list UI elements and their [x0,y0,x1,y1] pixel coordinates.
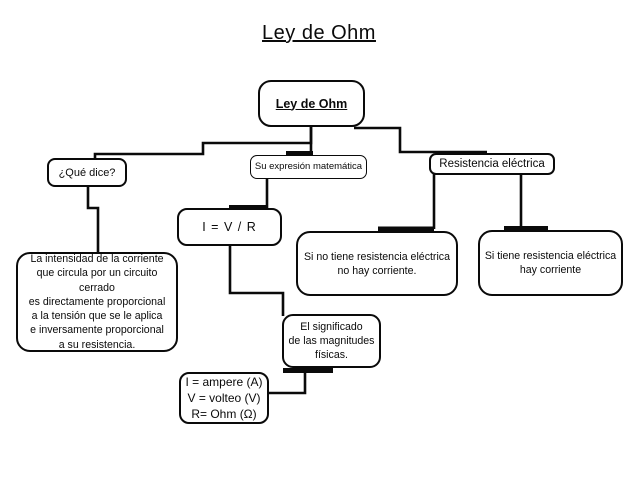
node-ley-de-ohm: Ley de Ohm [258,80,365,127]
connector-quedice-definicion [86,187,100,253]
node-resistencia-electrica: Resistencia eléctrica [429,153,555,175]
node-significado-label: El significado de las magnitudes físicas… [288,321,375,361]
node-definicion-label: La intensidad de la corriente que circul… [28,252,166,351]
connector-significado-magnitudes [268,368,307,395]
node-sin-resistencia-label: Si no tiene resistencia eléctrica no hay… [303,250,451,277]
page-title: Ley de Ohm [262,22,376,44]
connector-formula-significado [228,245,285,316]
node-definicion: La intensidad de la corriente que circul… [16,252,178,352]
node-que-dice: ¿Qué dice? [47,158,127,187]
node-formula-label: I = V / R [202,220,257,234]
connector-root-resistencia [354,126,487,154]
node-magnitudes: I = ampere (A) V = volteo (V) R= Ohm (Ω) [179,372,269,424]
node-expresion-matematica: Su expresión matemática [250,155,367,179]
node-magnitudes-label: I = ampere (A) V = volteo (V) R= Ohm (Ω) [185,375,263,421]
node-resistencia-electrica-label: Resistencia eléctrica [439,158,545,170]
node-significado: El significado de las magnitudes físicas… [282,314,381,368]
node-ley-de-ohm-label: Ley de Ohm [275,96,348,111]
node-con-resistencia-label: Si tiene resistencia eléctrica hay corri… [484,250,617,276]
node-formula: I = V / R [177,208,282,246]
node-que-dice-label: ¿Qué dice? [58,166,116,179]
node-sin-resistencia: Si no tiene resistencia eléctrica no hay… [296,231,458,296]
node-con-resistencia: Si tiene resistencia eléctrica hay corri… [478,230,623,296]
node-expresion-matematica-label: Su expresión matemática [254,161,363,172]
